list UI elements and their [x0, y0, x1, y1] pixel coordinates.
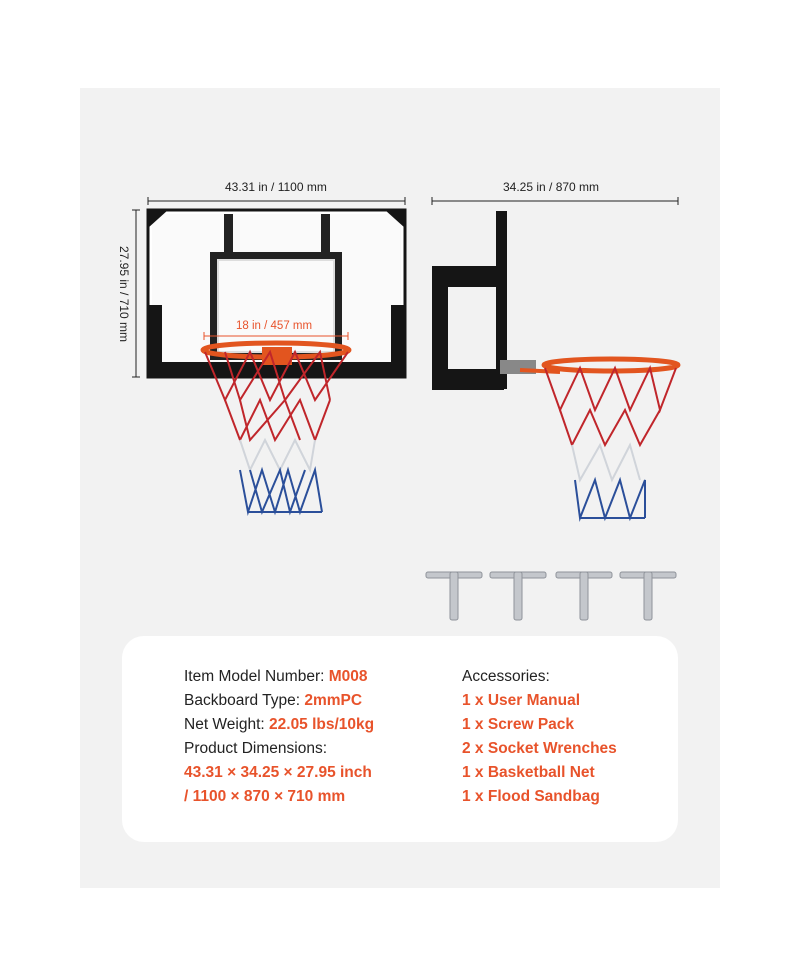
wrench-1: [425, 571, 483, 621]
dimensions-line-1: 43.31 × 34.25 × 27.95 inch: [184, 764, 372, 781]
model-value: M008: [328, 668, 368, 685]
side-depth-label: 34.25 in / 870 mm: [503, 180, 600, 194]
backboard-row: Backboard Type: 2mmPC: [184, 689, 374, 713]
front-rim-net: [200, 340, 352, 516]
accessories-title: Accessories:: [462, 668, 550, 685]
specs-column: Item Model Number: M008 Backboard Type: …: [184, 665, 374, 809]
backboard-value: 2mmPC: [304, 692, 363, 709]
width-dimension-line: [147, 197, 406, 205]
depth-dimension-line: [431, 197, 679, 205]
socket-wrenches: [425, 571, 677, 621]
weight-label: Net Weight:: [184, 716, 270, 733]
accessory-item: 1 x Basketball Net: [462, 764, 595, 781]
wrench-3: [555, 571, 613, 621]
model-label: Item Model Number:: [184, 668, 329, 685]
dimensions-line-2: / 1100 × 870 × 710 mm: [184, 788, 346, 805]
side-backboard: [432, 211, 536, 390]
height-dimension-line: [132, 209, 140, 378]
weight-value: 22.05 lbs/10kg: [269, 716, 375, 733]
wrench-4: [619, 571, 677, 621]
dimensions-label: Product Dimensions:: [184, 740, 328, 757]
backboard-width-label: 43.31 in / 1100 mm: [225, 180, 327, 194]
backboard-height-label: 27.95 in / 710 mm: [117, 246, 131, 343]
accessory-item: 1 x Flood Sandbag: [462, 788, 600, 805]
accessory-item: 2 x Socket Wrenches: [462, 740, 617, 757]
rim-diameter-label: 18 in / 457 mm: [236, 320, 313, 332]
accessory-item: 1 x Screw Pack: [462, 716, 575, 733]
spec-card: [122, 636, 678, 842]
backboard-label: Backboard Type:: [184, 692, 305, 709]
accessories-column: Accessories: 1 x User Manual 1 x Screw P…: [462, 665, 617, 809]
model-row: Item Model Number: M008: [184, 665, 374, 689]
accessory-item: 1 x User Manual: [462, 692, 581, 709]
weight-row: Net Weight: 22.05 lbs/10kg: [184, 713, 374, 737]
side-rim-net: [519, 356, 681, 522]
wrench-2: [489, 571, 547, 621]
